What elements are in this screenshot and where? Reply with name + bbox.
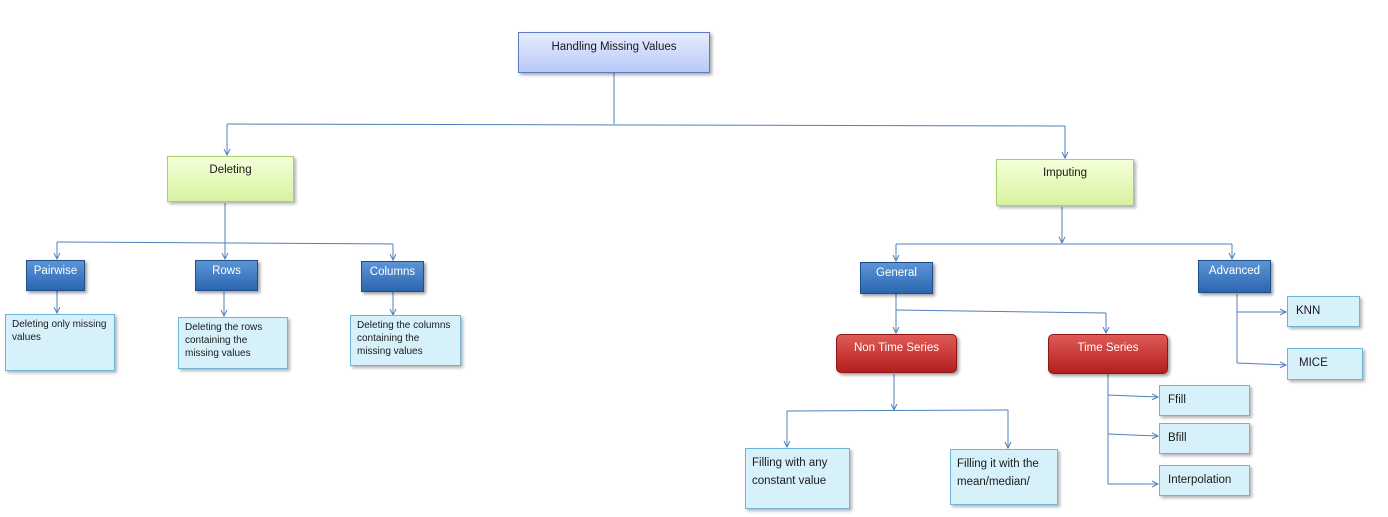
columns-label: Columns <box>369 266 416 278</box>
connector-line <box>895 309 1107 314</box>
non-time-series-node: Non Time Series <box>836 334 957 373</box>
imputing-node: Imputing <box>996 159 1134 206</box>
rows-label: Rows <box>212 265 241 277</box>
knn-node: KNN <box>1287 296 1360 327</box>
mice-node: MICE <box>1287 348 1363 380</box>
mean-fill-description: Filling it with the mean/median/ <box>950 449 1058 505</box>
constant-fill-description: Filling with any constant value <box>745 448 850 509</box>
columns-node: Columns <box>361 261 424 292</box>
interpolation-node: Interpolation <box>1159 465 1250 496</box>
pairwise-label: Pairwise <box>33 265 78 277</box>
root-node: Handling Missing Values <box>518 32 710 73</box>
connector-arrow <box>1107 395 1158 397</box>
time-series-node: Time Series <box>1048 334 1168 374</box>
ffill-node: Ffill <box>1159 385 1250 416</box>
connector-arrow <box>1107 434 1158 436</box>
deleting-node: Deleting <box>167 156 294 202</box>
advanced-node: Advanced <box>1198 260 1271 293</box>
rows-description: Deleting the rows containing the missing… <box>178 317 288 369</box>
rows-node: Rows <box>195 260 258 291</box>
time-series-label: Time Series <box>1077 342 1139 354</box>
connector-line <box>226 123 1066 127</box>
non-time-series-label: Non Time Series <box>853 342 939 354</box>
bfill-node: Bfill <box>1159 423 1250 454</box>
advanced-label: Advanced <box>1208 265 1261 277</box>
general-label: General <box>876 267 917 279</box>
imputing-label: Imputing <box>1042 167 1088 179</box>
connector-arrow <box>1236 363 1286 365</box>
general-node: General <box>860 262 933 294</box>
deleting-label: Deleting <box>209 164 252 176</box>
pairwise-description: Deleting only missing values <box>5 314 115 371</box>
root-label: Handling Missing Values <box>551 41 677 53</box>
connector-line <box>786 409 1009 412</box>
columns-description: Deleting the columns containing the miss… <box>350 315 461 366</box>
pairwise-node: Pairwise <box>26 260 85 291</box>
